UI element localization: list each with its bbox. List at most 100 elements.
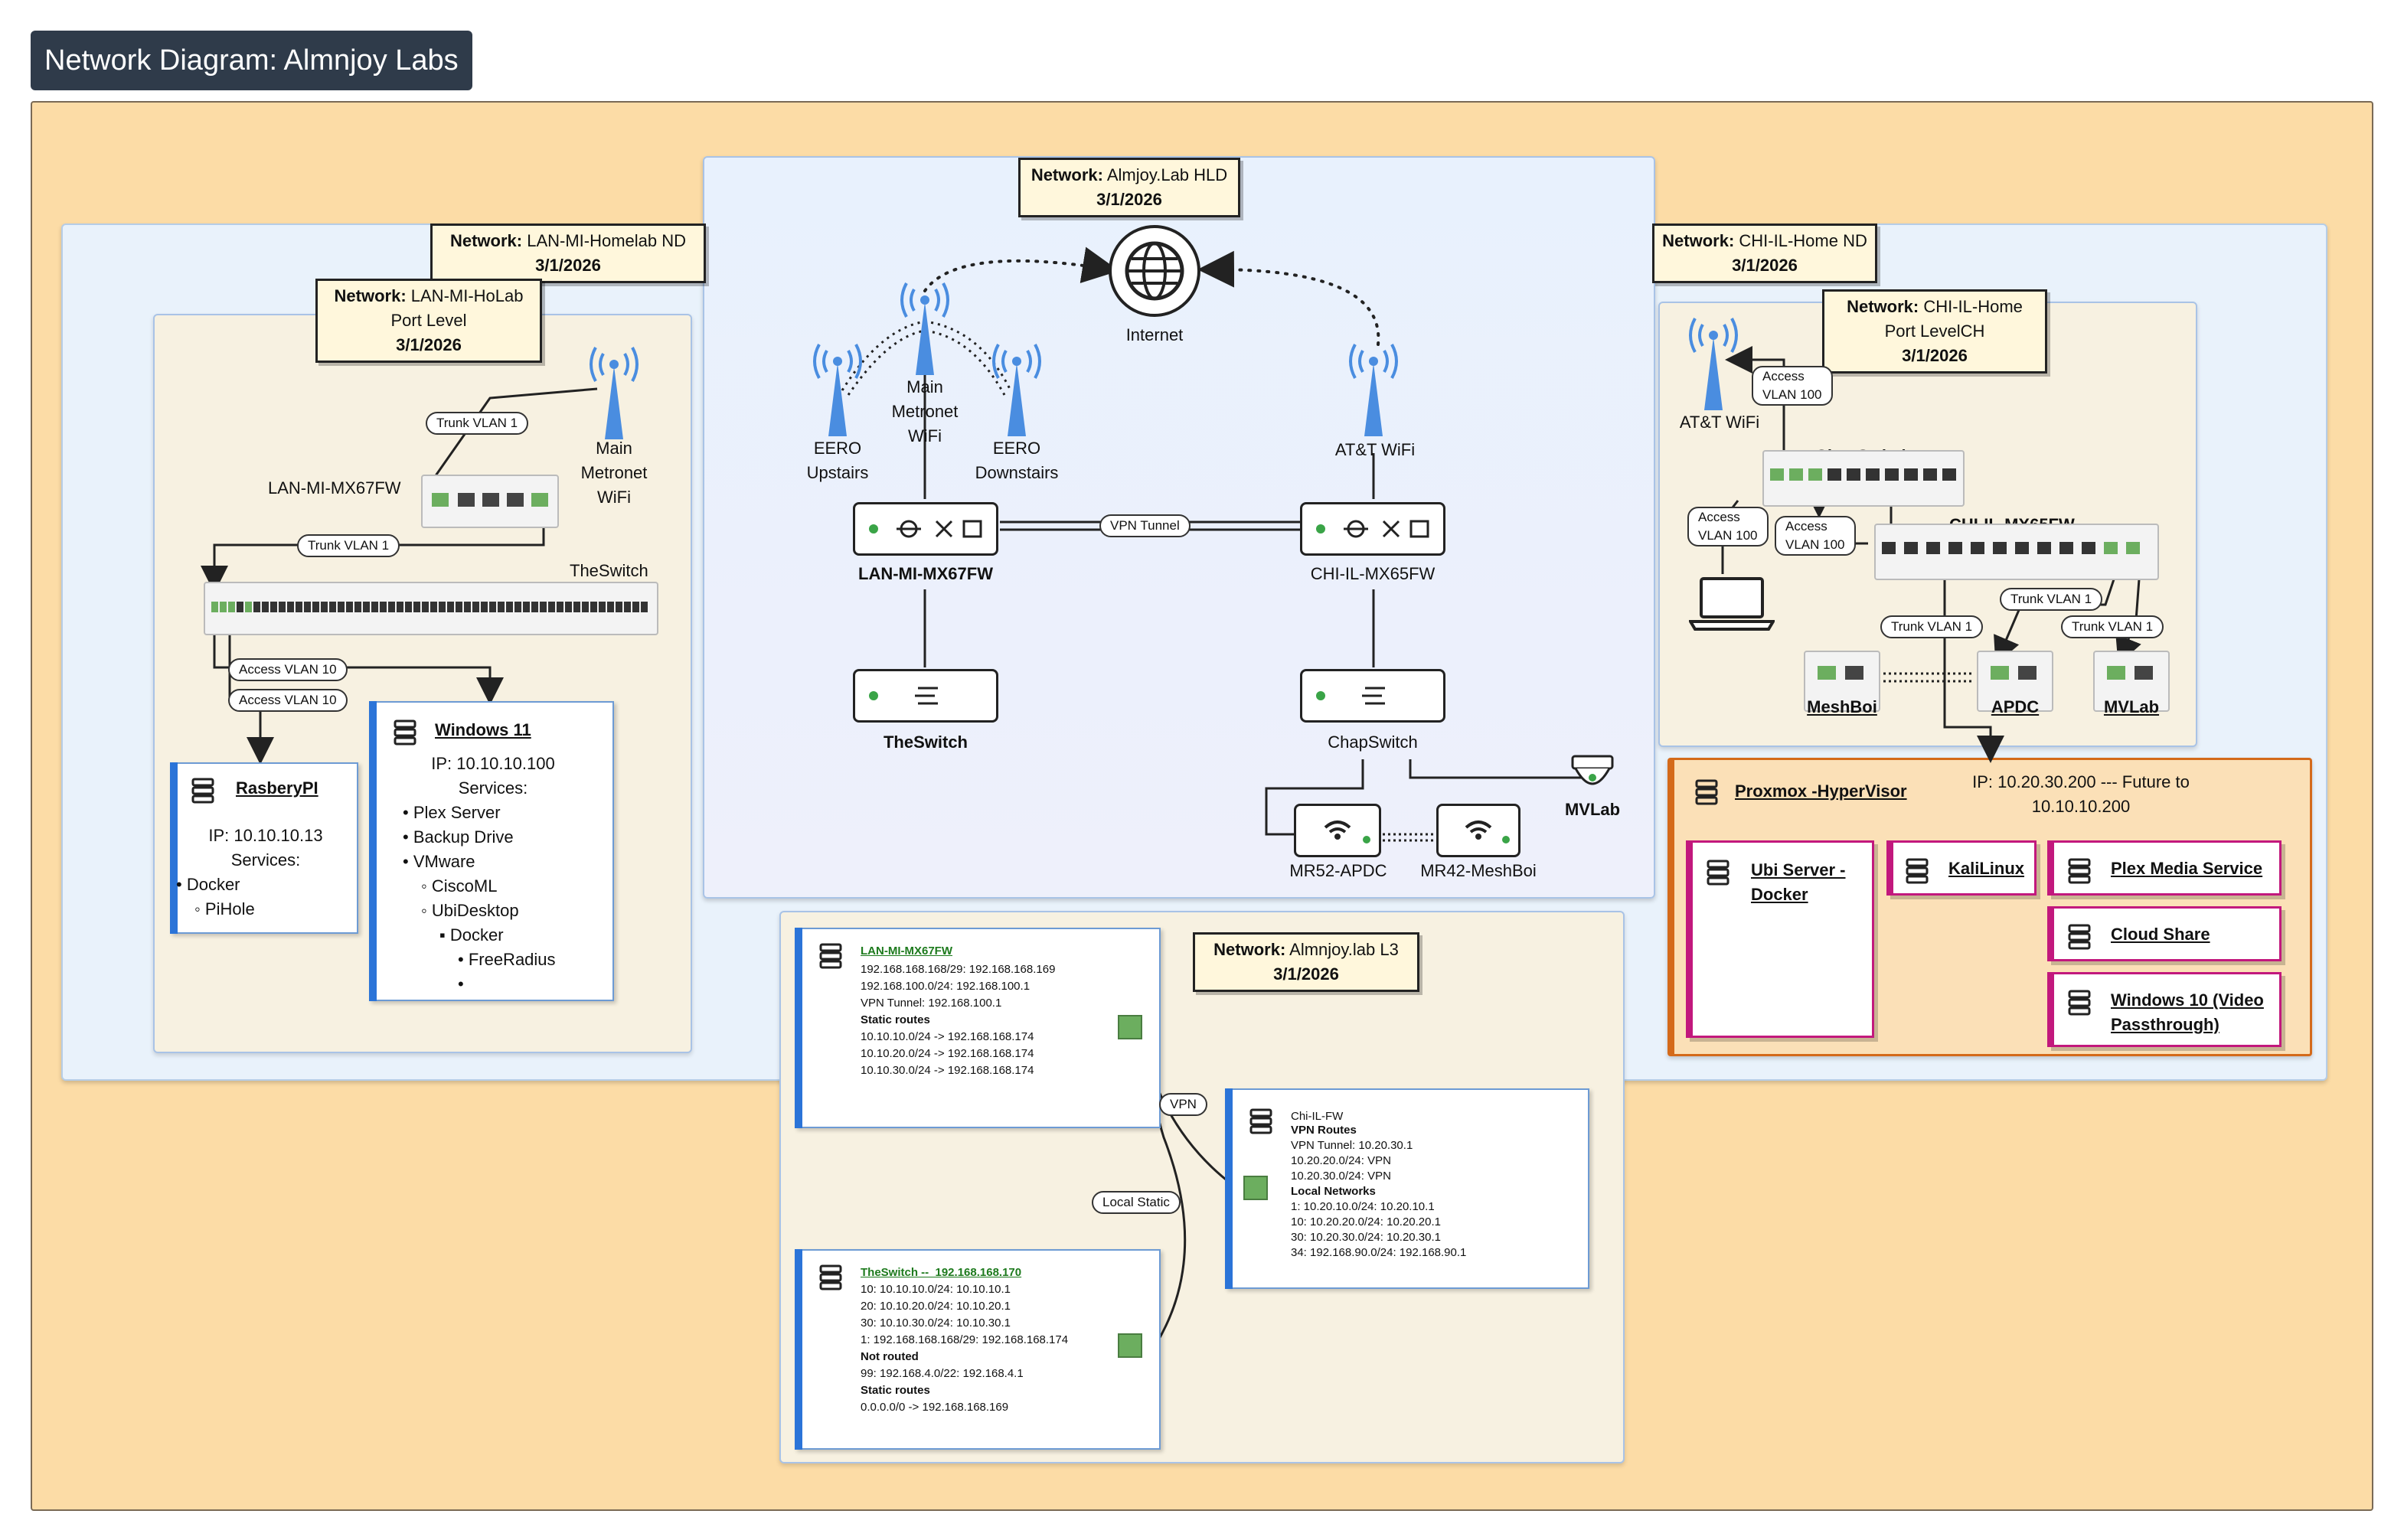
port xyxy=(632,602,639,612)
mvlab-ports[interactable] xyxy=(2093,651,2170,712)
label-lanmi-nd: Network: LAN-MI-Homelab ND 3/1/2026 xyxy=(430,223,706,283)
port xyxy=(1942,468,1956,481)
camera-icon xyxy=(1568,755,1617,798)
l3-line: 99: 192.168.4.0/22: 192.168.4.1 xyxy=(861,1367,1024,1380)
apdc-ports[interactable] xyxy=(1977,651,2053,712)
plex-card[interactable]: Plex Media Service xyxy=(2047,840,2282,896)
mr42-ap-device[interactable] xyxy=(1436,804,1520,857)
l3-chi-card[interactable]: Chi-IL-FW VPN Routes VPN Tunnel: 10.20.3… xyxy=(1225,1088,1589,1289)
port xyxy=(270,602,277,612)
kali-card[interactable]: KaliLinux xyxy=(1886,840,2037,896)
list-item: • VMware xyxy=(403,852,475,871)
port xyxy=(388,602,395,612)
chi-fw-port-panel[interactable] xyxy=(1874,524,2159,580)
lan-firewall-label: LAN-MI-MX67FW xyxy=(858,564,993,583)
port xyxy=(2126,542,2140,554)
port xyxy=(447,602,454,612)
chi-firewall-label: CHI-IL-MX65FW xyxy=(1310,564,1436,583)
server-icon xyxy=(394,719,416,746)
theswitch-label: TheSwitch xyxy=(883,732,968,752)
port xyxy=(430,602,437,612)
cloud-share-card[interactable]: Cloud Share xyxy=(2047,906,2282,961)
windows10-card[interactable]: Windows 10 (Video Passthrough) xyxy=(2047,972,2282,1047)
server-icon xyxy=(2068,924,2091,950)
chap-port-panel[interactable] xyxy=(1762,450,1965,507)
page-title: Network Diagram: Almnjoy Labs xyxy=(31,31,472,90)
eero-downstairs-label: EERO Downstairs xyxy=(975,439,1059,482)
trunk-vlan-tag: Trunk VLAN 1 xyxy=(2000,588,2103,611)
l3-line: VPN Tunnel: 192.168.100.1 xyxy=(861,997,1002,1010)
eero-upstairs-label: EERO Upstairs xyxy=(806,439,869,482)
lanmi-metronet-label: Main Metronet WiFi xyxy=(580,439,648,507)
chapswitch-label: ChapSwitch xyxy=(1328,732,1418,752)
cloud-share-title: Cloud Share xyxy=(2111,925,2210,944)
meshboi-ports[interactable] xyxy=(1804,651,1880,712)
l3-line: 1: 192.168.168.168/29: 192.168.168.174 xyxy=(861,1333,1069,1346)
port xyxy=(228,602,235,612)
local-static-tag: Local Static xyxy=(1092,1191,1181,1214)
port xyxy=(397,602,403,612)
port xyxy=(2059,542,2073,554)
port xyxy=(422,602,429,612)
trunk-vlan-tag: Trunk VLAN 1 xyxy=(297,534,400,557)
server-icon xyxy=(1695,779,1718,805)
lan-firewall-device[interactable] xyxy=(853,502,998,556)
l3-line: 0.0.0.0/0 -> 192.168.168.169 xyxy=(861,1401,1009,1414)
port xyxy=(321,602,328,612)
ubi-server-card[interactable]: Ubi Server - Docker xyxy=(1686,840,1874,1038)
mr52-ap-device[interactable] xyxy=(1294,804,1381,857)
port xyxy=(531,602,538,612)
port xyxy=(296,602,302,612)
fw-port-panel[interactable] xyxy=(421,475,559,528)
l3-switch-title: TheSwitch -- 192.168.168.170 xyxy=(861,1266,1022,1279)
port xyxy=(2104,542,2118,554)
label-lanmi-port: Network: LAN-MI-HoLab Port Level 3/1/202… xyxy=(315,279,542,363)
chapswitch-device[interactable] xyxy=(1300,669,1445,723)
vpn-tag: VPN xyxy=(1159,1093,1207,1116)
port xyxy=(1827,468,1841,481)
port xyxy=(220,602,227,612)
list-item: • Plex Server xyxy=(403,803,501,822)
port xyxy=(380,602,387,612)
access-vlan-tag: Access VLAN 10 xyxy=(228,689,348,712)
l3-line: 10.20.20.0/24: VPN xyxy=(1291,1154,1391,1167)
port xyxy=(489,602,496,612)
port xyxy=(464,602,471,612)
antenna-icon xyxy=(1341,340,1406,436)
port xyxy=(1971,542,1984,554)
l3-line: 192.168.100.0/24: 192.168.100.1 xyxy=(861,980,1031,993)
l3-line: 30: 10.10.30.0/24: 10.10.30.1 xyxy=(861,1317,1011,1330)
connection-point xyxy=(1118,1333,1142,1358)
port xyxy=(548,602,555,612)
port xyxy=(540,602,547,612)
l3-line: 10: 10.10.10.0/24: 10.10.10.1 xyxy=(861,1283,1011,1296)
l3-switch-card[interactable]: TheSwitch -- 192.168.168.170 10: 10.10.1… xyxy=(795,1249,1161,1450)
trunk-vlan-tag: Trunk VLAN 1 xyxy=(2061,615,2164,638)
l3-line: 1: 10.20.10.0/24: 10.20.10.1 xyxy=(1291,1200,1435,1213)
windows11-card[interactable]: Windows 11 IP: 10.10.10.100 Services: • … xyxy=(369,701,614,1001)
chi-firewall-device[interactable] xyxy=(1300,502,1445,556)
globe-icon xyxy=(1107,223,1202,318)
port xyxy=(2037,542,2051,554)
connection-point xyxy=(1243,1176,1268,1200)
list-item: • xyxy=(458,974,464,993)
ubi-server-title: Ubi Server - Docker xyxy=(1751,860,1846,904)
access-vlan-tag: Access VLAN 10 xyxy=(228,658,348,681)
label-l3: Network: Almnjoy.lab L3 3/1/2026 xyxy=(1193,932,1419,992)
proxmox-title[interactable]: Proxmox -HyperVisor xyxy=(1735,781,1907,801)
meshboi-label: MeshBoi xyxy=(1807,697,1877,716)
connection-point xyxy=(1118,1015,1142,1039)
switch-port-panel[interactable] xyxy=(204,582,658,635)
l3-line: 30: 10.20.30.0/24: 10.20.30.1 xyxy=(1291,1231,1442,1244)
rasberypi-card[interactable]: RasberyPI IP: 10.10.10.13 Services: • Do… xyxy=(170,762,358,934)
l3-line: 10.10.30.0/24 -> 192.168.168.174 xyxy=(861,1064,1034,1077)
mr42-label: MR42-MeshBoi xyxy=(1420,861,1537,880)
port xyxy=(2082,542,2095,554)
theswitch-device[interactable] xyxy=(853,669,998,723)
l3-lan-fw-card[interactable]: LAN-MI-MX67FW 192.168.168.168/29: 192.16… xyxy=(795,928,1161,1128)
laptop-icon xyxy=(1687,576,1776,631)
l3-line: VPN Tunnel: 10.20.30.1 xyxy=(1291,1139,1413,1152)
l3-heading: Static routes xyxy=(861,1013,930,1026)
l3-heading: Local Networks xyxy=(1291,1185,1376,1198)
port xyxy=(1770,468,1784,481)
